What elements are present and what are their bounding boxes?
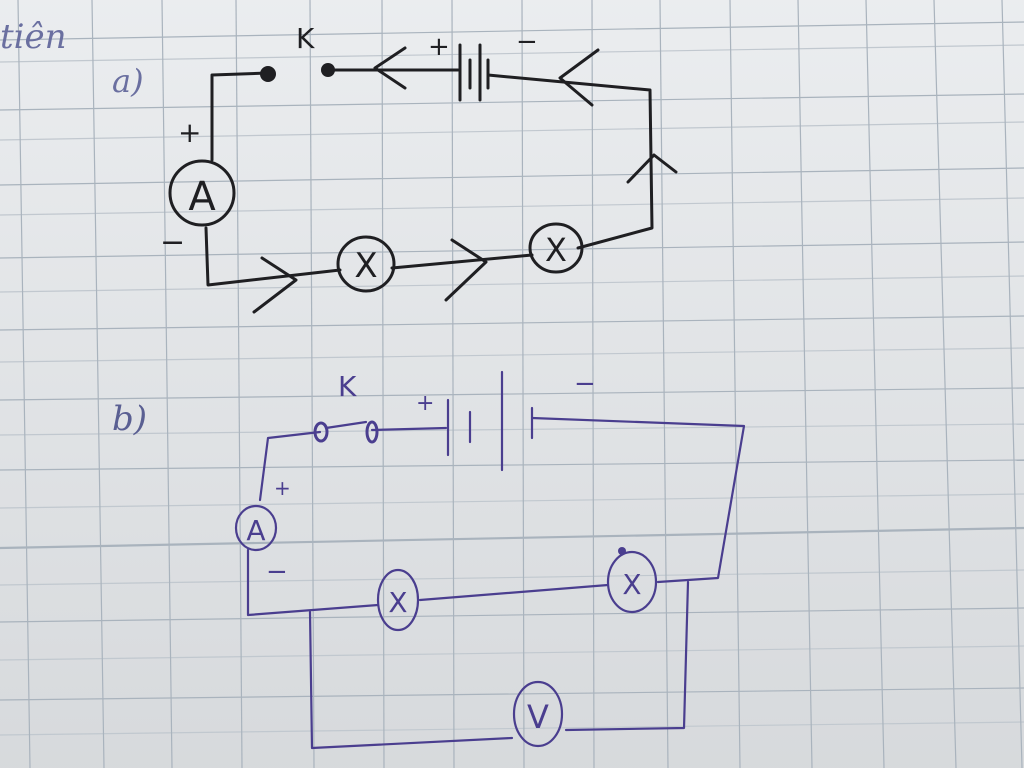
circuit-b-ammeter-plus: + xyxy=(274,476,291,500)
circuit-b-wire-left-top xyxy=(258,430,322,502)
circuit-b-wire-switch-battery xyxy=(370,426,448,432)
circuit-a-ammeter-minus: − xyxy=(160,225,185,260)
circuit-b-junction-dot xyxy=(618,547,626,555)
circuit-b-voltmeter xyxy=(512,680,564,748)
circuit-b-battery xyxy=(446,370,534,472)
circuit-b-voltmeter-wire-left xyxy=(308,610,514,750)
circuit-b-voltmeter-wire-right xyxy=(564,580,690,732)
circuit-a-battery-plus: + xyxy=(428,32,450,62)
circuit-a-wire-between-lamps xyxy=(390,253,534,270)
circuit-a-switch-label: K xyxy=(296,22,315,55)
circuit-a-arrow-between-lamps xyxy=(444,238,488,302)
circuit-b-switch-lever xyxy=(324,420,368,430)
circuit-b-lamp-1 xyxy=(376,568,420,632)
circuit-a-battery-minus: − xyxy=(516,27,538,57)
circuit-a-battery xyxy=(458,43,490,102)
circuit-b-battery-plus: + xyxy=(416,391,434,416)
circuit-b-label: b) xyxy=(112,399,147,439)
circuit-b-lamp-2-symbol: X xyxy=(622,568,641,601)
circuit-a-lamp-1-symbol: X xyxy=(354,246,377,286)
circuit-a-ammeter xyxy=(168,159,236,227)
circuit-a-arrow-top-left xyxy=(373,46,407,90)
circuit-b-wire-bottom xyxy=(246,548,380,617)
circuit-b: b) K + − A + − X X xyxy=(112,369,746,750)
header-text-fragment: tiên xyxy=(0,17,67,57)
circuit-a-wire-bottom xyxy=(204,226,342,287)
circuit-b-lamp-1-symbol: X xyxy=(388,586,407,619)
circuit-b-voltmeter-symbol: V xyxy=(527,698,549,736)
circuit-b-lamp-2 xyxy=(606,550,658,614)
circuit-a-lamp-1 xyxy=(336,235,396,293)
circuit-a-label: a) xyxy=(112,62,144,100)
circuit-b-ammeter-minus: − xyxy=(266,557,288,587)
circuit-b-wire-right xyxy=(530,416,746,584)
circuit-a-switch-contact-right xyxy=(321,63,335,77)
circuit-a-arrow-bottom xyxy=(252,256,298,314)
circuit-b-ammeter xyxy=(234,504,278,552)
circuit-b-switch-contact-right xyxy=(365,420,379,444)
circuit-b-ammeter-symbol: A xyxy=(246,514,265,547)
circuit-b-switch-contact-left xyxy=(313,421,329,443)
circuit-a-ammeter-plus: + xyxy=(178,116,201,149)
circuit-a-lamp-2-symbol: X xyxy=(545,231,567,269)
circuit-a-arrow-top-right xyxy=(558,48,600,107)
circuit-b-switch-label: K xyxy=(338,370,357,403)
circuit-b-battery-minus: − xyxy=(574,369,596,399)
circuit-b-wire-between-lamps xyxy=(418,583,610,602)
circuit-a-arrow-right-up xyxy=(626,153,678,184)
circuit-a-switch-contact-left xyxy=(260,66,276,82)
circuit-a-wire-left-top xyxy=(210,71,270,162)
circuit-a-ammeter-symbol: A xyxy=(188,174,216,220)
circuit-a-lamp-2 xyxy=(528,222,584,274)
circuit-a: a) K + − A + − X X xyxy=(112,22,678,314)
